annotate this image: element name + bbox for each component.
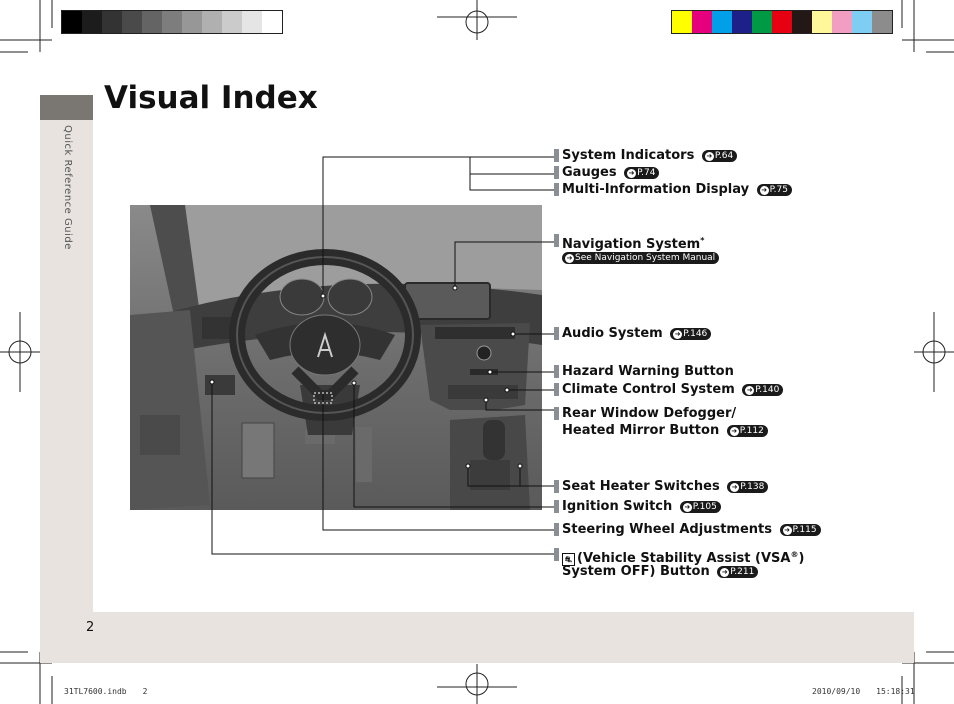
color-swatch bbox=[102, 11, 122, 33]
color-bar bbox=[671, 10, 893, 34]
arrow-right-icon: ➜ bbox=[745, 386, 755, 395]
arrow-right-icon: ➜ bbox=[682, 503, 692, 512]
callout-hazard-warning-button[interactable]: Hazard Warning Button bbox=[554, 363, 734, 380]
page-ref-badge[interactable]: ➜P.112 bbox=[726, 425, 768, 437]
callout-system-indicators[interactable]: System Indicators ➜P.64 bbox=[554, 147, 738, 164]
section-tab[interactable] bbox=[40, 95, 93, 120]
color-swatch bbox=[832, 11, 852, 33]
callout-heated-mirror-button[interactable]: Heated Mirror Button ➜P.112 bbox=[562, 422, 768, 439]
callout-steering-wheel-adjustments[interactable]: Steering Wheel Adjustments ➜P.115 bbox=[554, 521, 821, 538]
page-ref-badge[interactable]: ➜P.115 bbox=[779, 524, 821, 536]
callout-gauges[interactable]: Gauges ➜P.74 bbox=[554, 164, 660, 181]
arrow-right-icon: ➜ bbox=[782, 526, 792, 535]
color-swatch bbox=[182, 11, 202, 33]
arrow-right-icon: ➜ bbox=[720, 568, 730, 577]
dashboard-illustration bbox=[130, 205, 542, 510]
page-number: 2 bbox=[86, 620, 95, 635]
arrow-right-icon: ➜ bbox=[729, 427, 739, 436]
color-swatch bbox=[222, 11, 242, 33]
page-ref-badge[interactable]: ➜P.138 bbox=[727, 481, 769, 493]
color-swatch bbox=[772, 11, 792, 33]
color-swatch bbox=[62, 11, 82, 33]
color-swatch bbox=[812, 11, 832, 33]
color-swatch bbox=[142, 11, 162, 33]
footer-file: 31TL7600.indb 2 bbox=[64, 687, 148, 696]
page-ref-badge[interactable]: ➜P.146 bbox=[670, 328, 712, 340]
callout-vsa-off-button-line2[interactable]: System OFF) Button ➜P.211 bbox=[562, 563, 759, 580]
color-swatch bbox=[82, 11, 102, 33]
color-swatch bbox=[792, 11, 812, 33]
color-swatch bbox=[242, 11, 262, 33]
callout-navigation-ref[interactable]: ➜See Navigation System Manual bbox=[562, 250, 720, 265]
color-swatch bbox=[162, 11, 182, 33]
page-ref-badge[interactable]: ➜P.105 bbox=[679, 501, 721, 513]
callout-ignition-switch[interactable]: Ignition Switch ➜P.105 bbox=[554, 498, 721, 515]
color-swatch bbox=[672, 11, 692, 33]
color-swatch bbox=[692, 11, 712, 33]
page-ref-badge[interactable]: ➜P.211 bbox=[717, 566, 759, 578]
callout-seat-heater-switches[interactable]: Seat Heater Switches ➜P.138 bbox=[554, 478, 769, 495]
page-title: Visual Index bbox=[104, 80, 318, 116]
callout-rear-window-defogger[interactable]: Rear Window Defogger/ bbox=[554, 405, 736, 422]
page-ref-badge[interactable]: ➜P.75 bbox=[756, 184, 792, 196]
color-swatch bbox=[202, 11, 222, 33]
grayscale-bar bbox=[61, 10, 283, 34]
color-swatch bbox=[712, 11, 732, 33]
arrow-right-icon: ➜ bbox=[704, 152, 714, 161]
color-swatch bbox=[752, 11, 772, 33]
page-ref-badge[interactable]: ➜P.64 bbox=[701, 150, 738, 162]
color-swatch bbox=[122, 11, 142, 33]
arrow-right-icon: ➜ bbox=[759, 186, 769, 195]
arrow-right-icon: ➜ bbox=[730, 483, 740, 492]
color-swatch bbox=[872, 11, 892, 33]
color-swatch bbox=[262, 11, 282, 33]
arrow-right-icon: ➜ bbox=[673, 330, 683, 339]
callout-navigation-system[interactable]: Navigation System* bbox=[554, 232, 704, 253]
page-ref-badge[interactable]: ➜P.74 bbox=[624, 167, 660, 179]
side-label: Quick Reference Guide bbox=[62, 125, 73, 250]
callout-climate-control-system[interactable]: Climate Control System ➜P.140 bbox=[554, 381, 784, 398]
callout-vsa-off-button[interactable]: ⛐(Vehicle Stability Assist (VSA®) bbox=[554, 546, 804, 567]
callout-multi-information-display[interactable]: Multi-Information Display ➜P.75 bbox=[554, 181, 792, 198]
arrow-right-icon: ➜ bbox=[565, 254, 574, 263]
callout-audio-system[interactable]: Audio System ➜P.146 bbox=[554, 325, 712, 342]
bottom-panel bbox=[93, 612, 914, 663]
footer-datetime: 2010/09/10 15:18:31 bbox=[812, 687, 915, 696]
vsa-off-icon: ⛐ bbox=[562, 553, 575, 566]
side-panel bbox=[40, 120, 93, 663]
arrow-right-icon: ➜ bbox=[627, 169, 637, 178]
color-swatch bbox=[852, 11, 872, 33]
color-swatch bbox=[732, 11, 752, 33]
page-ref-badge[interactable]: ➜P.140 bbox=[742, 384, 784, 396]
page-ref-badge[interactable]: ➜See Navigation System Manual bbox=[562, 252, 720, 264]
